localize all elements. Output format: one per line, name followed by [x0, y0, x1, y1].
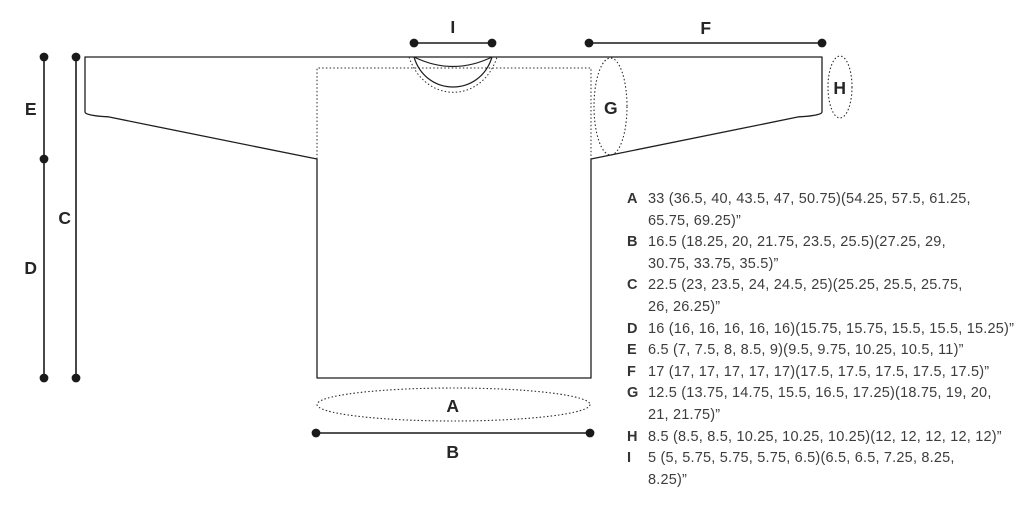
measurement-key: I: [627, 450, 632, 467]
total-length-line: [71, 52, 81, 383]
measurement-value: 5 (5, 5.75, 5.75, 5.75, 6.5)(6.5, 6.5, 7…: [648, 450, 955, 488]
measurement-row-i: I 5 (5, 5.75, 5.75, 5.75, 6.5)(6.5, 6.5,…: [627, 448, 1024, 491]
measure-dot: [311, 428, 321, 438]
measurement-key: A: [627, 191, 638, 207]
measurement-value: 16 (16, 16, 16, 16, 16)(15.75, 15.75, 15…: [648, 320, 1015, 337]
measure-dot: [39, 373, 49, 383]
callout-label-e: E: [25, 99, 37, 119]
measurement-row-a: A 33 (36.5, 40, 43.5, 47, 50.75)(54.25, …: [627, 189, 1024, 232]
chest-circumference-ellipse: [316, 387, 591, 422]
front-neckline-curve: [413, 56, 493, 88]
measurement-row-f: F 17 (17, 17, 17, 17, 17)(17.5, 17.5, 17…: [627, 362, 1024, 384]
cuff-ellipse: [827, 55, 853, 119]
measure-dot: [584, 38, 594, 48]
measure-dot: [487, 38, 497, 48]
measurement-row-b: B 16.5 (18.25, 20, 21.75, 23.5, 25.5)(27…: [627, 232, 1024, 275]
measurement-key: G: [627, 385, 639, 402]
measurement-row-c: C 22.5 (23, 23.5, 24, 24.5, 25)(25.25, 2…: [627, 275, 1024, 318]
hem-width-line: [311, 428, 595, 438]
neck-width-line: [409, 38, 497, 48]
neckline-dotted-trim-curve: [408, 56, 498, 93]
measure-dot: [71, 373, 81, 383]
measure-dot: [39, 52, 49, 62]
measurement-row-h: H 8.5 (8.5, 8.5, 10.25, 10.25, 10.25)(12…: [627, 427, 1024, 449]
callout-label-c: C: [58, 208, 71, 228]
measurement-row-g: G 12.5 (13.75, 14.75, 15.5, 16.5, 17.25)…: [627, 383, 1024, 426]
callout-label-g: G: [604, 98, 618, 118]
measurement-key: E: [627, 342, 637, 359]
back-piece-dotted-outline: [316, 67, 592, 159]
upper-arm-ellipse: [593, 57, 628, 156]
measurement-row-d: D 16 (16, 16, 16, 16, 16)(15.75, 15.75, …: [627, 319, 1024, 341]
measure-dot: [585, 428, 595, 438]
callout-label-h: H: [833, 78, 846, 98]
measure-dot: [39, 154, 49, 164]
measurement-key: H: [627, 428, 638, 445]
measurement-value: 8.5 (8.5, 8.5, 10.25, 10.25, 10.25)(12, …: [648, 428, 1002, 445]
callout-label-d: D: [24, 258, 37, 278]
callout-label-f: F: [700, 18, 711, 38]
back-neckline-curve: [413, 56, 493, 68]
measurement-value: 12.5 (13.75, 14.75, 15.5, 16.5, 17.25)(1…: [648, 385, 992, 423]
sleeve-length-line: [584, 38, 827, 48]
measurement-row-e: E 6.5 (7, 7.5, 8, 8.5, 9)(9.5, 9.75, 10.…: [627, 340, 1024, 362]
measure-dot: [817, 38, 827, 48]
measurement-value: 17 (17, 17, 17, 17, 17)(17.5, 17.5, 17.5…: [648, 363, 990, 380]
measurement-key: C: [627, 277, 638, 294]
yoke-and-body-length-line: [39, 52, 49, 383]
measure-dot: [71, 52, 81, 62]
measurement-key: B: [627, 234, 638, 251]
measurement-value: 22.5 (23, 23.5, 24, 24.5, 25)(25.25, 25.…: [648, 277, 963, 315]
measurement-list: A 33 (36.5, 40, 43.5, 47, 50.75)(54.25, …: [627, 189, 1024, 491]
measure-dot: [409, 38, 419, 48]
measurement-value: 33 (36.5, 40, 43.5, 47, 50.75)(54.25, 57…: [648, 191, 971, 229]
measurement-value: 6.5 (7, 7.5, 8, 8.5, 9)(9.5, 9.75, 10.25…: [648, 342, 964, 359]
sweater-outline: [84, 56, 823, 379]
measurement-key: F: [627, 363, 637, 380]
callout-label-a: A: [446, 396, 459, 416]
measurement-value: 16.5 (18.25, 20, 21.75, 23.5, 25.5)(27.2…: [648, 234, 946, 272]
callout-label-b: B: [446, 442, 459, 462]
callout-label-i: I: [450, 17, 455, 37]
measurement-key: D: [627, 320, 638, 337]
